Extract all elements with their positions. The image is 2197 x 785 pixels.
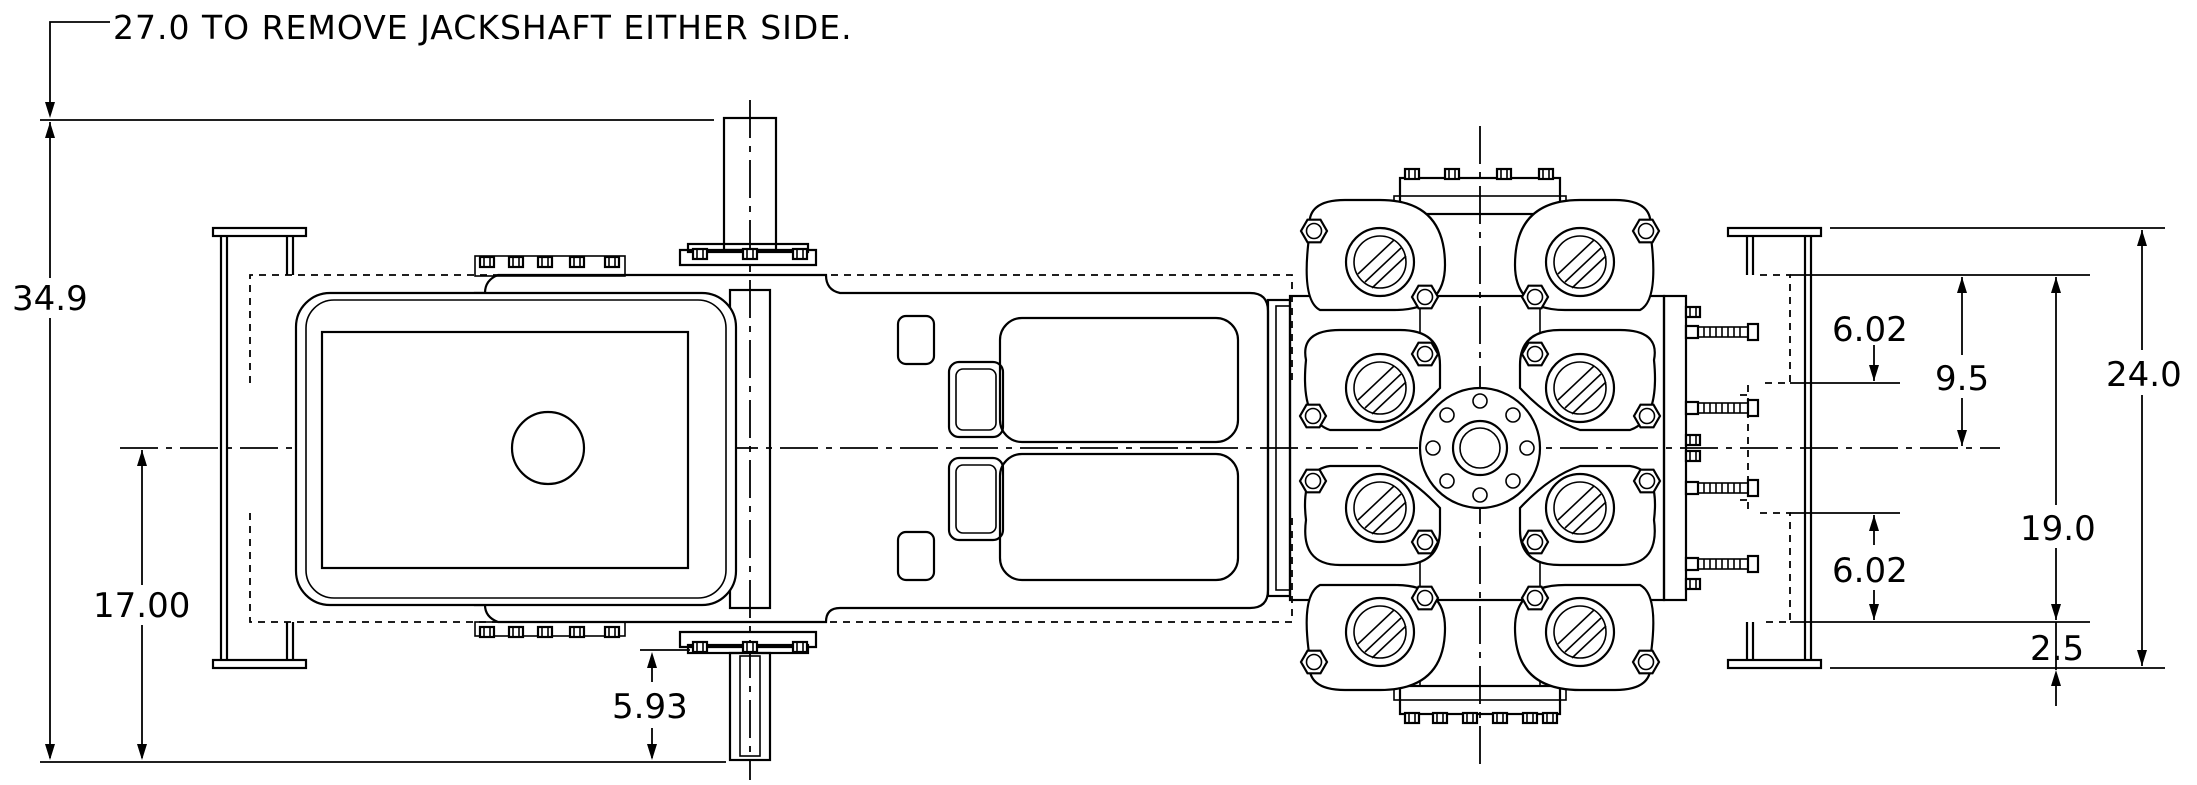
removal-note-text: 27.0 TO REMOVE JACKSHAFT EITHER SIDE.: [113, 8, 853, 47]
gear-reducer: [294, 291, 738, 607]
dim-bolt-spacing-top-text: 6.02: [1832, 310, 1908, 350]
dim-centerline-height: 17.00: [90, 450, 194, 760]
fluid-end: [1288, 167, 1760, 725]
valve-cover-top-left: [1299, 198, 1447, 312]
valve-cover-mid-upper-left: [1298, 328, 1442, 432]
dim-edge-offset: 2.5: [2030, 622, 2084, 706]
valve-cover-mid-upper-right: [1518, 328, 1662, 432]
dim-bolt-spacing-top: 6.02: [1832, 310, 1908, 381]
dim-bolt-spacing-bottom: 6.02: [1832, 515, 1908, 620]
dim-edge-offset-text: 2.5: [2030, 629, 2084, 669]
dim-overall-length: 34.9: [8, 119, 726, 763]
dim-bolt-spacing-bottom-text: 6.02: [1832, 551, 1908, 591]
dim-overall-width-text: 24.0: [2106, 355, 2182, 395]
valve-cover-bottom-right: [1513, 583, 1661, 692]
dim-centerline-height-text: 17.00: [93, 586, 190, 626]
dim-overall-length-text: 34.9: [12, 279, 88, 319]
valve-cover-bottom-left: [1299, 583, 1447, 692]
right-mounting-feet: [1726, 226, 1823, 670]
dim-inner-width-text: 9.5: [1935, 359, 1989, 399]
center-flange: [1418, 386, 1542, 510]
dim-inner-width: 9.5: [1935, 277, 1989, 446]
left-mounting-feet: [211, 226, 308, 670]
jackshaft: [678, 116, 818, 762]
dim-overall-width: 24.0: [2106, 230, 2182, 666]
dim-shaft-extension: 5.93: [612, 649, 690, 760]
dim-mounting-width: 19.0: [2020, 277, 2096, 620]
valve-cover-top-right: [1513, 198, 1661, 312]
dim-mounting-width-text: 19.0: [2020, 509, 2096, 549]
valve-cover-mid-lower-left: [1298, 464, 1442, 567]
removal-note: 27.0 TO REMOVE JACKSHAFT EITHER SIDE.: [45, 8, 853, 118]
dim-extension-lines: [1790, 227, 2165, 669]
valve-cover-mid-lower-right: [1518, 464, 1662, 567]
dim-shaft-extension-text: 5.93: [612, 687, 688, 727]
